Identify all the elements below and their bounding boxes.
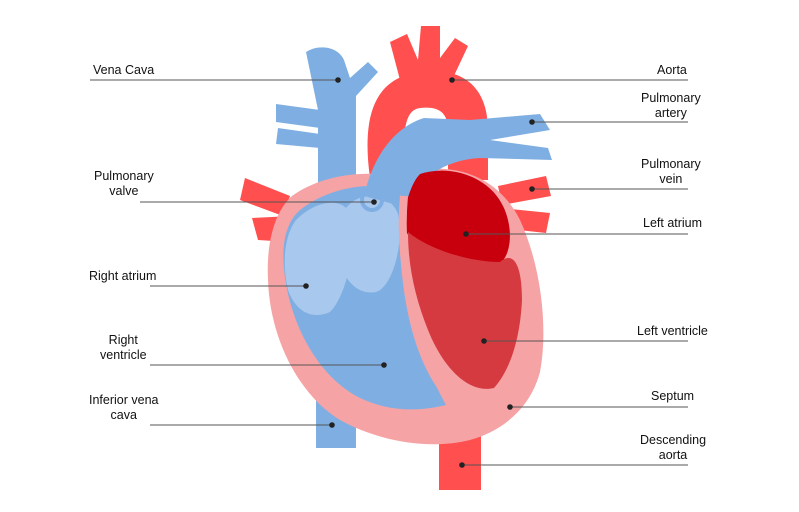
pulmonary-artery-vessel — [364, 114, 552, 208]
dot-descending-aorta — [459, 462, 465, 468]
right-pulmonary-artery-lower — [276, 128, 320, 148]
label-right-ventricle: Right ventricle — [100, 333, 147, 363]
label-inferior-vena-cava-line2: cava — [110, 408, 137, 422]
left-atrium-chamber — [403, 170, 510, 266]
pulmonary-valve-region — [337, 195, 400, 293]
label-pulmonary-vein-line1: Pulmonary — [641, 157, 701, 171]
label-inferior-vena-cava-line1: Inferior vena — [89, 393, 159, 407]
label-pulmonary-artery-line2: artery — [654, 106, 687, 120]
left-ventricle-chamber — [408, 232, 522, 389]
leader-lines — [90, 79, 688, 466]
dot-right-ventricle — [381, 362, 387, 368]
label-right-ventricle-line2: ventricle — [100, 348, 147, 362]
label-pulmonary-valve-line1: Pulmonary — [94, 169, 154, 183]
label-pulmonary-valve-line2: valve — [109, 184, 139, 198]
dot-left-atrium — [463, 231, 469, 237]
dot-septum — [507, 404, 513, 410]
label-inferior-vena-cava: Inferior vena cava — [89, 393, 158, 423]
label-pulmonary-vein: Pulmonary vein — [641, 157, 701, 187]
label-left-ventricle: Left ventricle — [637, 324, 708, 338]
label-septum: Septum — [651, 389, 695, 403]
leader-dots — [303, 77, 535, 468]
dot-aorta — [449, 77, 455, 83]
dot-right-atrium — [303, 283, 309, 289]
right-atrium-chamber — [284, 202, 353, 316]
septum-wall — [398, 195, 454, 406]
label-left-atrium: Left atrium — [643, 216, 703, 230]
label-right-ventricle-line1: Right — [108, 333, 138, 347]
vena-cava-vessel — [306, 47, 378, 210]
dot-inferior-vena-cava — [329, 422, 335, 428]
label-descending-aorta: Descending aorta — [640, 433, 706, 463]
right-pulmonary-vein-upper — [240, 178, 290, 216]
dot-pulmonary-artery — [529, 119, 535, 125]
dot-pulmonary-vein — [529, 186, 535, 192]
label-aorta: Aorta — [657, 63, 687, 77]
label-descending-aorta-line1: Descending — [640, 433, 707, 447]
right-pulmonary-artery-upper — [276, 104, 320, 128]
label-pulmonary-artery: Pulmonary artery — [641, 91, 701, 121]
label-pulmonary-valve: Pulmonary valve — [94, 169, 154, 199]
label-pulmonary-vein-line2: vein — [659, 172, 683, 186]
dot-left-ventricle — [481, 338, 487, 344]
label-vena-cava: Vena Cava — [93, 63, 155, 77]
aorta-branches — [390, 26, 468, 80]
dot-vena-cava — [335, 77, 341, 83]
label-pulmonary-artery-line1: Pulmonary — [641, 91, 701, 105]
dot-pulmonary-valve — [371, 199, 377, 205]
left-pulmonary-vein-upper — [498, 176, 551, 205]
label-right-atrium: Right atrium — [89, 269, 157, 283]
label-descending-aorta-line2: aorta — [658, 448, 688, 462]
